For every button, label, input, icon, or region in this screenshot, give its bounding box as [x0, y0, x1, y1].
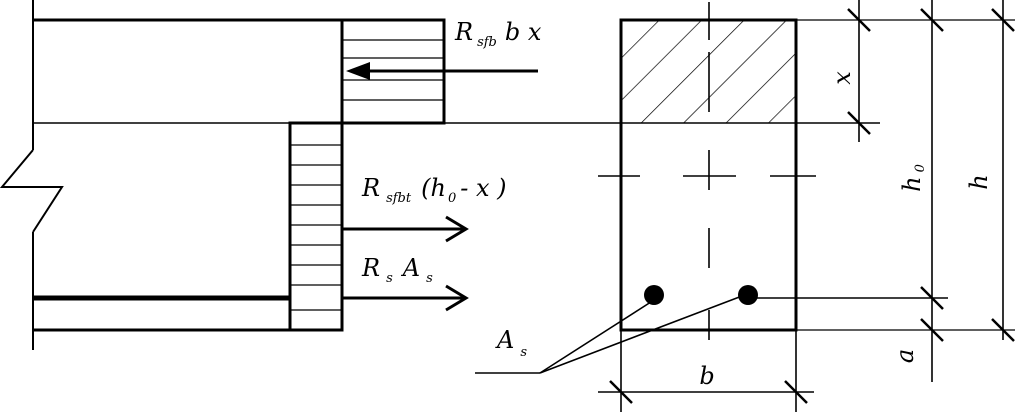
steel-force-arrow: [342, 284, 469, 312]
steel-area-leader: [475, 295, 948, 374]
section-centerlines: [598, 2, 816, 340]
dim-h-label: h: [965, 174, 993, 189]
dim-x-label: x: [828, 71, 856, 85]
dim-a-label: a: [891, 349, 919, 363]
compression-stress-block: [340, 18, 446, 125]
break-line: [0, 149, 64, 233]
beam-elevation: [0, 0, 880, 350]
dim-b-label: b: [699, 362, 714, 390]
dimension-lines: [598, 0, 1015, 412]
compression-force-arrow: [346, 62, 538, 80]
tension-stress-block: [288, 121, 344, 332]
dim-h0-label: h0: [898, 164, 928, 192]
tension-force-arrow: [342, 215, 469, 243]
rebar-dot-right: [738, 285, 758, 305]
rebar-dot-left: [644, 285, 664, 305]
